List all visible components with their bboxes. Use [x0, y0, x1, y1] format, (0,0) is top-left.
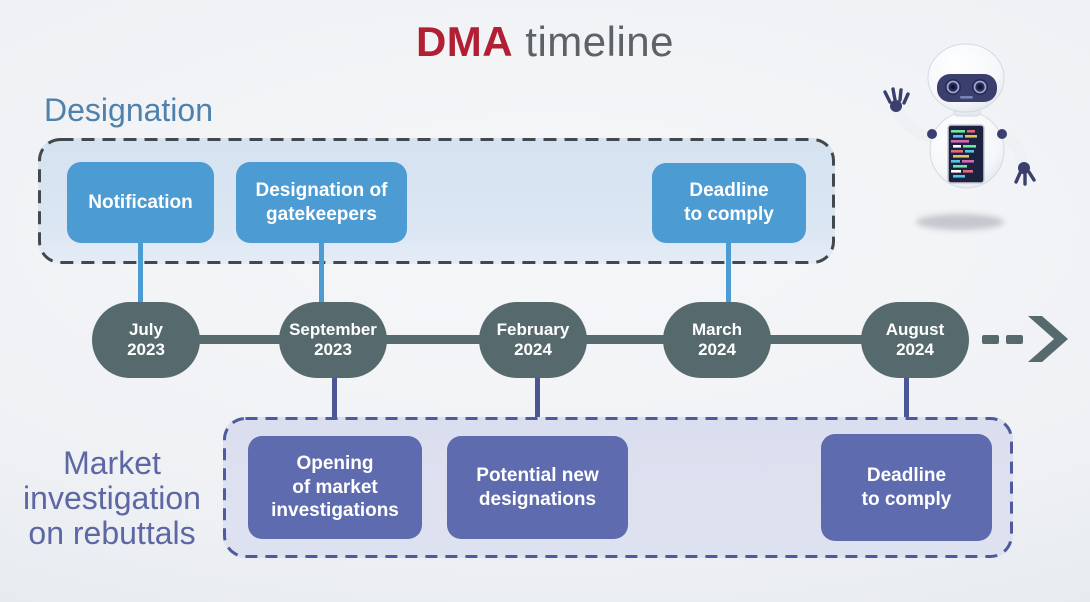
dashed-arrow-segment [982, 335, 999, 344]
dashed-arrow-segment [1006, 335, 1023, 344]
event-box-deadline-to-comply-bottom: Deadline to comply [821, 434, 992, 541]
connector-february-potential [535, 376, 540, 438]
timeline-node-august-2024: August 2024 [861, 302, 969, 378]
designation-container-dashed-border [38, 138, 835, 264]
robot-eye-left [945, 79, 961, 95]
timeline-node-september-2023: September 2023 [279, 302, 387, 378]
event-box-potential-new-designations: Potential new designations [447, 436, 628, 539]
title-rest-word: timeline [525, 18, 675, 65]
connector-gatekeepers-september [319, 242, 324, 310]
robot-shoulder-left [927, 129, 937, 139]
timeline-node-march-2024: March 2024 [663, 302, 771, 378]
connector-deadline-march [726, 242, 731, 310]
market-container-dashed-border [223, 417, 1013, 558]
event-box-deadline-to-comply-top: Deadline to comply [652, 163, 806, 243]
robot-hand-left [883, 87, 910, 112]
connector-august-deadline [904, 376, 909, 436]
robot-screen [947, 124, 985, 184]
robot-eye-right [972, 79, 988, 95]
timeline-node-july-2023: July 2023 [92, 302, 200, 378]
market-section-label: Market investigation on rebuttals [23, 445, 201, 552]
title-accent: DMA [415, 18, 514, 65]
event-box-designation-of-gatekeepers: Designation of gatekeepers [236, 162, 407, 243]
designation-section-label: Designation [44, 92, 213, 128]
robot-shadow [916, 214, 1004, 230]
connector-notification-july [138, 242, 143, 310]
connector-september-opening [332, 376, 337, 438]
page-title: DMA timeline [0, 18, 1090, 66]
robot-mascot [883, 43, 1036, 230]
event-box-opening-market-investigations: Opening of market investigations [248, 436, 422, 539]
robot-hand-right [1014, 162, 1036, 186]
robot-shoulder-right [997, 129, 1007, 139]
dashed-arrow-right-icon [1028, 316, 1068, 362]
robot-mouth [960, 96, 973, 99]
robot-screen-code [951, 130, 977, 178]
timeline-node-february-2024: February 2024 [479, 302, 587, 378]
event-box-notification: Notification [67, 162, 214, 243]
